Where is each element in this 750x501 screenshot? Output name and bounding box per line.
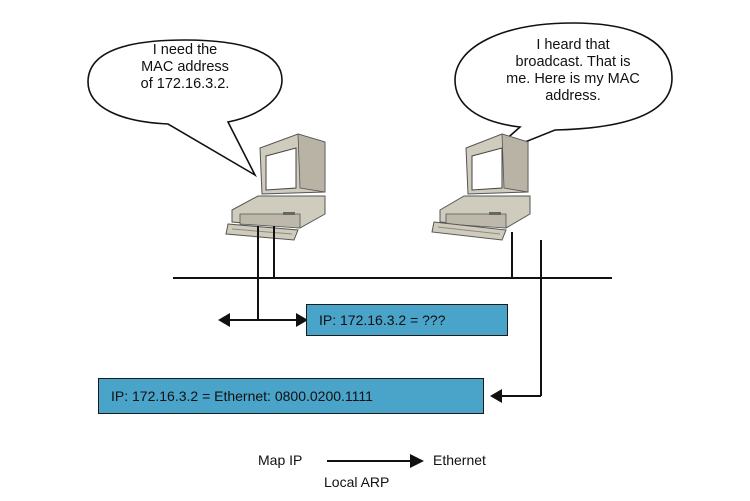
bubble-right-line: I heard that [536, 37, 610, 53]
arp-request-text: IP: 172.16.3.2 = ??? [319, 312, 446, 328]
arp-reply-text: IP: 172.16.3.2 = Ethernet: 0800.0200.111… [111, 388, 373, 404]
legend-caption: Local ARP [324, 474, 390, 490]
bubble-right-line: me. Here is my MAC [506, 71, 640, 87]
bubble-text-left: I need the MAC address of 172.16.3.2. [130, 42, 240, 93]
bubble-right-line: broadcast. That is [515, 54, 631, 70]
bubble-left-line: of 172.16.3.2. [140, 76, 230, 92]
speech-bubble-left [87, 39, 283, 178]
computer-icon [431, 133, 531, 241]
arrow-icon [218, 313, 502, 403]
bubble-left-line: I need the [152, 42, 218, 58]
bubble-right-line: address. [545, 88, 601, 104]
computer-icon [225, 133, 326, 241]
speech-bubble-right [454, 22, 673, 159]
arp-request-box: IP: 172.16.3.2 = ??? [306, 304, 508, 336]
arp-reply-box: IP: 172.16.3.2 = Ethernet: 0800.0200.111… [98, 378, 484, 414]
network-lines [173, 226, 612, 397]
bubble-left-line: MAC address [141, 59, 229, 75]
arrow-icon [327, 454, 424, 468]
legend-from: Map IP [258, 452, 303, 468]
legend-to: Ethernet [433, 452, 486, 468]
bubble-text-right: I heard that broadcast. That is me. Here… [488, 37, 658, 105]
